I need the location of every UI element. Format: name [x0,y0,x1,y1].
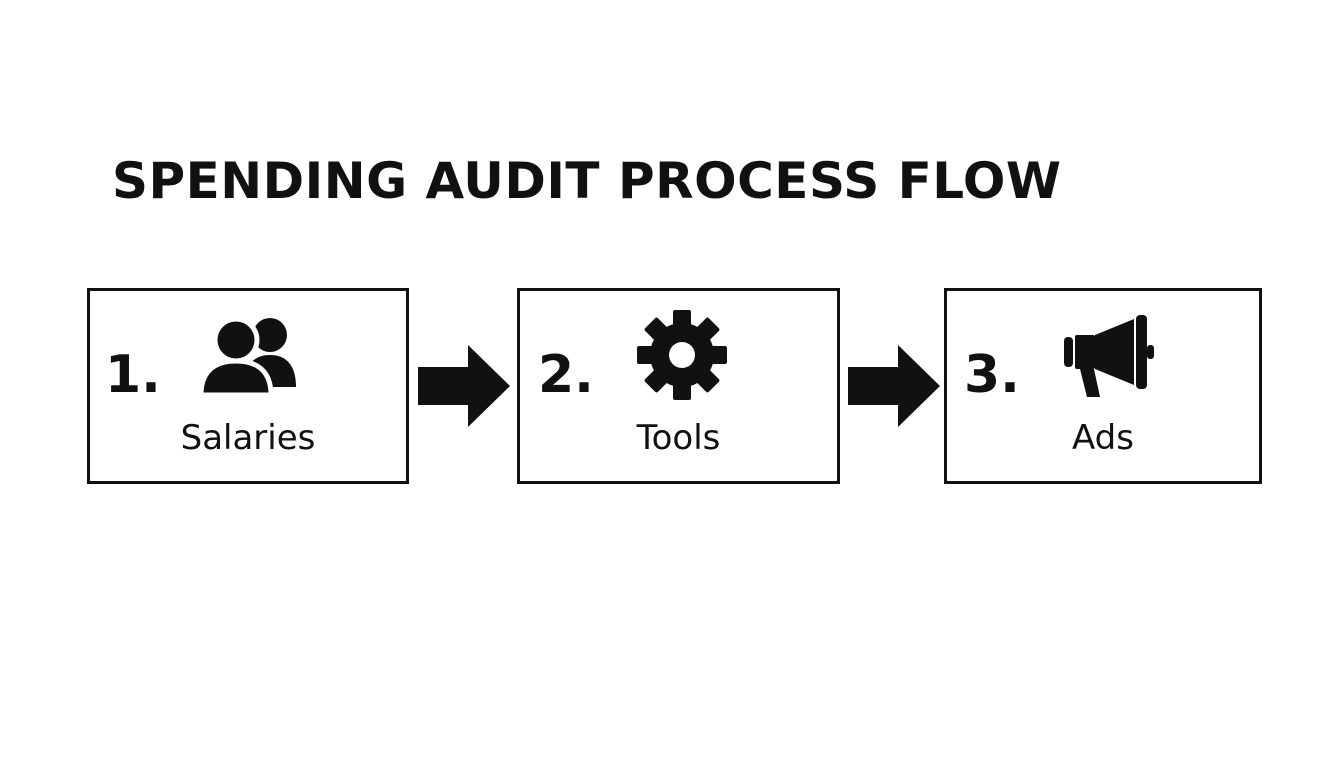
step-tools-box: 2. Tools [517,288,840,484]
arrow-right-icon [848,345,940,427]
step-label: Salaries [180,418,316,458]
step-label: Ads [1072,418,1134,458]
step-label: Tools [636,418,721,458]
step-salaries-box: 1. Salaries [87,288,409,484]
step-ads-box: 3. Ads [944,288,1262,484]
step-number: 3. [964,345,1020,405]
step-number: 2. [538,345,594,405]
megaphone-icon [1064,315,1154,397]
step-number: 1. [105,345,161,405]
gear-icon [637,310,727,400]
people-icon [198,316,296,398]
diagram-title: SPENDING AUDIT PROCESS FLOW [112,152,1062,210]
arrow-right-icon [418,345,510,427]
